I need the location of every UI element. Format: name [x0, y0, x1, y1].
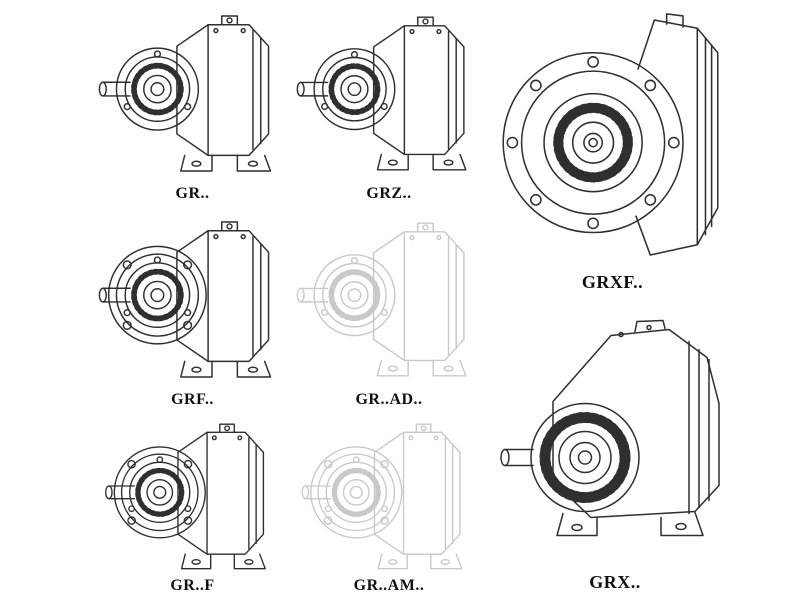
gearbox-drawing-gr-f [95, 416, 290, 576]
model-cell-grx: GRX.. [495, 300, 735, 596]
model-cell-grz: GRZ.. [293, 2, 485, 206]
gearbox-drawing-grx [495, 300, 735, 571]
model-label-grxf: GRXF.. [581, 272, 644, 292]
model-cell-gr-f: GR..F [95, 416, 290, 598]
model-label-grx: GRX.. [589, 572, 641, 592]
model-label-gr: GR.. [175, 185, 210, 202]
gearbox-drawing-grz [293, 2, 485, 184]
gearbox-drawing-grxf [495, 2, 730, 271]
model-cell-gr-am: GR..AM.. [293, 416, 485, 598]
gearbox-drawing-gr-ad [293, 208, 485, 390]
gearbox-drawing-gr [95, 2, 290, 184]
model-cell-gr: GR.. [95, 2, 290, 206]
model-cell-grf: GRF.. [95, 208, 290, 412]
model-label-gr-ad: GR..AD.. [355, 391, 423, 408]
gearbox-drawing-grf [95, 208, 290, 390]
model-cell-grxf: GRXF.. [495, 2, 730, 296]
model-label-grf: GRF.. [171, 391, 214, 408]
model-label-gr-f: GR..F [170, 577, 215, 594]
model-label-gr-am: GR..AM.. [353, 577, 425, 594]
gearbox-drawing-gr-am [293, 416, 485, 576]
model-cell-gr-ad: GR..AD.. [293, 208, 485, 412]
model-label-grz: GRZ.. [366, 185, 412, 202]
